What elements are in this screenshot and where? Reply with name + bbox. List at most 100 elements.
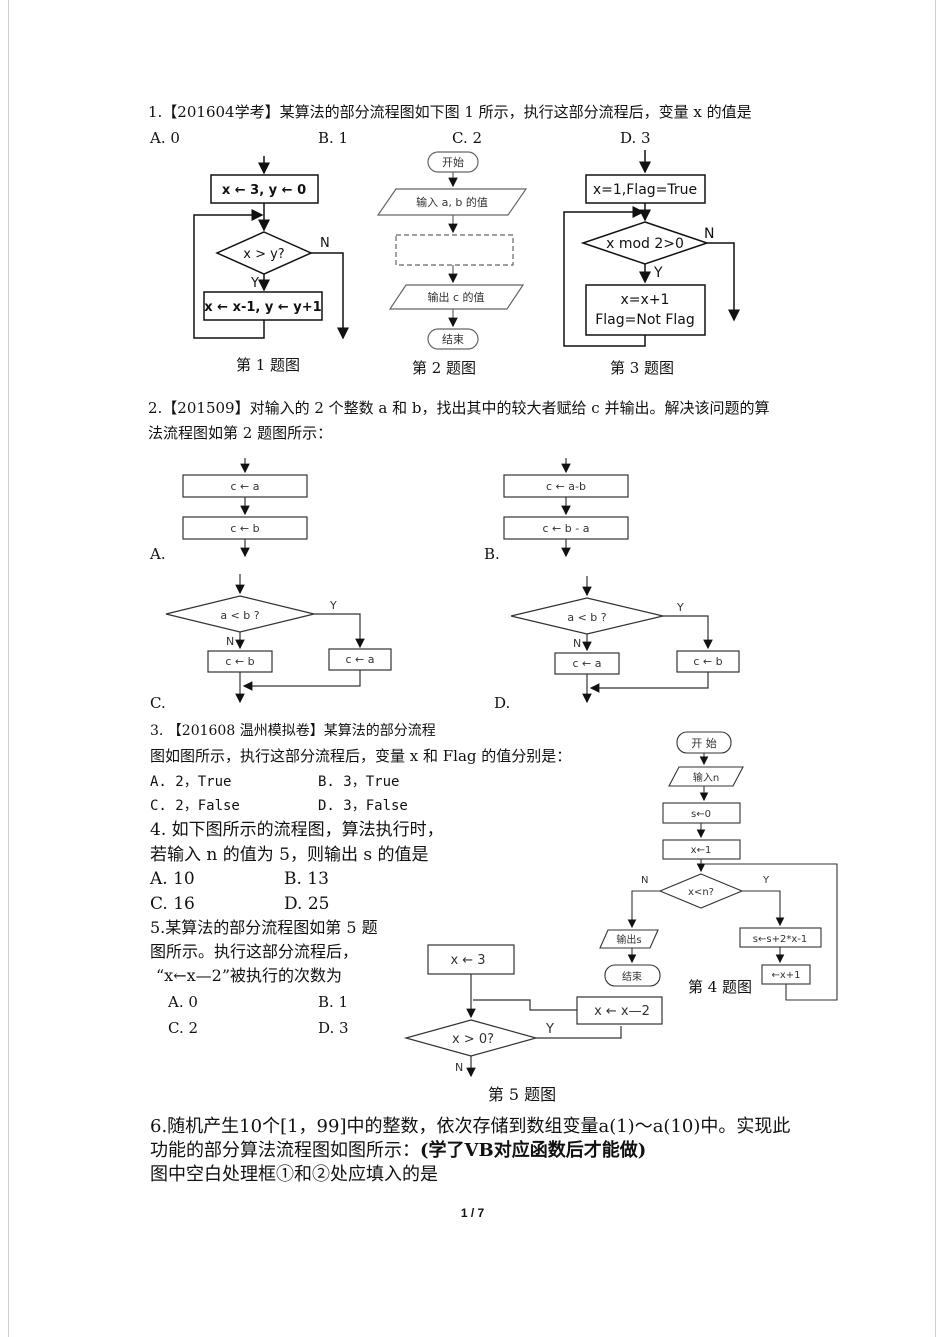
q4-option-c: C. 16	[150, 894, 195, 914]
q4-stem-line2: 若输入 n 的值为 5，则输出 s 的值是	[150, 845, 429, 865]
q2c-cond: a < b ?	[220, 609, 259, 622]
page-border-right	[935, 0, 936, 1337]
fig5-caption: 第 5 题图	[488, 1085, 556, 1104]
q1-option-b: B. 1	[318, 129, 349, 147]
fig1-body-text: x ← x-1, y ← y+1	[204, 300, 321, 315]
fig3-body2-text: Flag=Not Flag	[595, 312, 695, 328]
fig4-body2: ←x+1	[771, 970, 800, 981]
q2c-right-box: c ← a	[346, 653, 375, 666]
fig2-end	[427, 328, 479, 350]
q2a-box1: c ← a	[231, 480, 260, 493]
q3-stem-line1: 3. 【201608 温州模拟卷】某算法的部分流程	[150, 723, 436, 739]
q2-option-b-flowchart	[503, 458, 629, 558]
q2b-box1: c ← a-b	[546, 480, 586, 493]
page-border-left	[8, 0, 9, 1337]
q6-stem-line3: 图中空白处理框①和②处应填入的是	[150, 1164, 438, 1185]
q2-label-d: D.	[494, 694, 511, 712]
fig2-caption: 第 2 题图	[412, 359, 476, 377]
fig3-init-text: x=1,Flag=True	[593, 182, 697, 198]
figure-5-flowchart	[403, 944, 663, 1078]
q2-option-c-flowchart	[165, 574, 392, 704]
q2-stem-line1: 2.【201509】对输入的 2 个整数 a 和 b，找出其中的较大者赋给 c …	[148, 399, 770, 417]
fig5-cond: x > 0?	[452, 1032, 494, 1047]
q2d-yes-label: Y	[676, 601, 684, 614]
q2c-yes-label: Y	[329, 599, 337, 612]
q2-label-c: C.	[150, 694, 166, 712]
q2b-box2: c ← b - a	[543, 522, 590, 535]
q2c-no-label: N	[226, 635, 234, 648]
q4-option-d: D. 25	[284, 894, 330, 914]
fig2-input-text: 输入 a, b 的值	[416, 195, 488, 209]
fig1-caption: 第 1 题图	[236, 356, 300, 374]
fig1-init-text: x ← 3, y ← 0	[222, 183, 306, 198]
fig4-cond: x<n?	[688, 887, 714, 898]
fig4-input: 输入n	[693, 771, 719, 784]
q2d-right-box: c ← b	[693, 655, 722, 668]
fig1-cond-text: x > y?	[243, 247, 284, 262]
q3-option-a: A. 2，True	[150, 774, 232, 790]
fig4-y-label: Y	[762, 875, 770, 886]
fig2-end-text: 结束	[442, 333, 464, 346]
q5-option-d: D. 3	[318, 1019, 349, 1037]
q5-option-b: B. 1	[318, 993, 349, 1011]
fig2-output-text: 输出 c 的值	[427, 290, 484, 304]
q2-label-b: B.	[484, 545, 500, 563]
page-number: 1 / 7	[460, 1206, 485, 1220]
q6-stem-line2: 功能的部分算法流程图如图所示：(学了VB对应函数后才能做)	[150, 1139, 646, 1163]
q2d-no-label: N	[573, 637, 581, 650]
q2a-box2: c ← b	[230, 522, 259, 535]
fig5-init: x ← 3	[450, 953, 485, 968]
q1-option-a: A. 0	[150, 129, 180, 147]
q6-stem-line1: 6.随机产生10个[1，99]中的整数，依次存储到数组变量a(1)～a(10)中…	[150, 1116, 791, 1137]
q6-note: (学了VB对应函数后才能做)	[420, 1140, 647, 1161]
q3-stem-line2: 图如图所示，执行这部分流程后，变量 x 和 Flag 的值分别是：	[150, 747, 572, 765]
q4-option-a: A. 10	[150, 869, 195, 889]
q4-option-b: B. 13	[284, 869, 329, 889]
fig1-n-label: N	[320, 236, 330, 251]
fig4-s0: s←0	[691, 809, 711, 820]
q2d-cond: a < b ?	[567, 611, 606, 624]
fig5-n-label: N	[455, 1061, 463, 1074]
q2d-left-box: c ← a	[573, 657, 602, 670]
fig4-end: 结束	[622, 970, 642, 983]
fig3-n-label: N	[704, 226, 714, 242]
figure-3-flowchart	[563, 150, 740, 347]
figure-4-flowchart	[599, 731, 838, 1001]
q5-option-a: A. 0	[168, 993, 198, 1011]
fig4-n-label: N	[641, 875, 648, 886]
fig4-body1: s←s+2*x-1	[753, 934, 807, 945]
q5-stem-line3: “x←x—2”被执行的次数为	[156, 966, 342, 985]
fig3-y-label: Y	[653, 265, 663, 281]
q6-stem-line2-text: 功能的部分算法流程图如图所示：	[150, 1140, 420, 1161]
fig5-body: x ← x—2	[594, 1004, 650, 1019]
fig5-y-label: Y	[545, 1022, 554, 1037]
q1-stem: 1.【201604学考】某算法的部分流程图如下图 1 所示，执行这部分流程后，变…	[148, 103, 752, 121]
q1-option-c: C. 2	[452, 129, 483, 147]
figure-2-flowchart	[376, 151, 528, 350]
q3-option-c: C. 2，False	[150, 798, 240, 814]
fig4-start: 开 始	[691, 736, 717, 750]
figure-1-flowchart	[193, 156, 349, 340]
fig3-body1-text: x=x+1	[621, 292, 670, 308]
fig2-input	[376, 188, 528, 216]
q5-stem-line2: 图所示。执行这部分流程后，	[150, 942, 359, 961]
q5-stem-line1: 5.某算法的部分流程图如第 5 题	[150, 918, 378, 937]
fig2-blank-box	[395, 234, 514, 266]
fig2-output	[388, 284, 525, 310]
fig1-body-box	[203, 291, 323, 321]
fig1-y-label: Y	[250, 276, 259, 291]
q1-option-d: D. 3	[620, 129, 651, 147]
fig4-output: 输出s	[616, 933, 641, 946]
fig4-x1: x←1	[691, 845, 712, 856]
q3-option-d: D. 3，False	[318, 798, 408, 814]
fig2-start-text: 开始	[442, 155, 464, 169]
q5-option-c: C. 2	[168, 1019, 199, 1037]
q2-option-a-flowchart	[182, 458, 308, 558]
fig3-caption: 第 3 题图	[610, 359, 674, 377]
q2-option-d-flowchart	[510, 576, 740, 704]
q4-stem-line1: 4. 如下图所示的流程图，算法执行时，	[150, 820, 444, 840]
q2c-left-box: c ← b	[225, 655, 254, 668]
q2-label-a: A.	[150, 545, 166, 563]
fig3-cond-text: x mod 2>0	[606, 236, 684, 252]
